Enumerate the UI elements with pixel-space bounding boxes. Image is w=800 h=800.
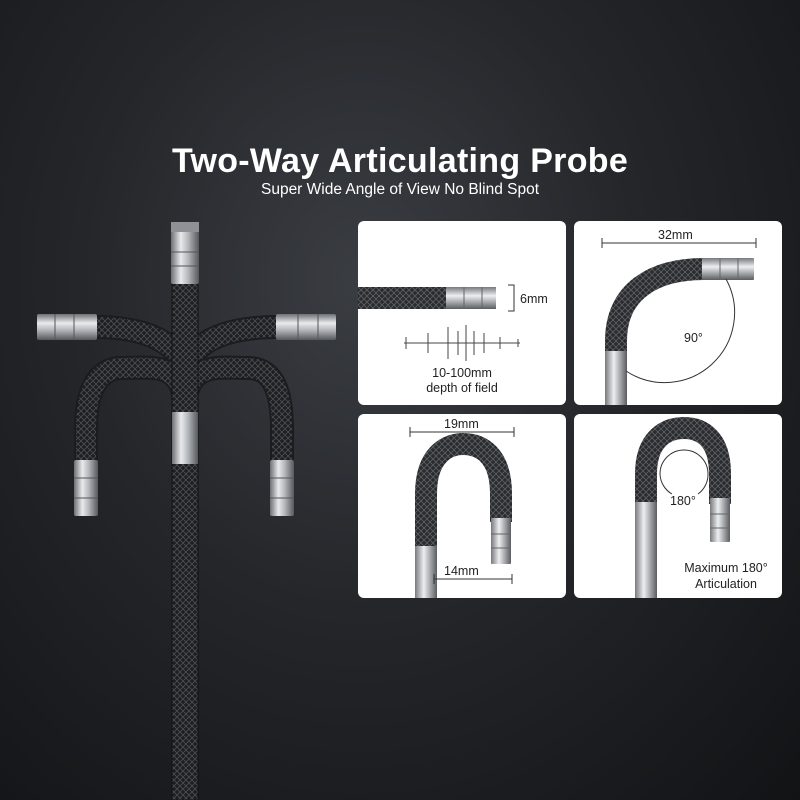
articulation-cable bbox=[635, 416, 731, 598]
left-arm-tip bbox=[37, 314, 97, 340]
diameter-label: 6mm bbox=[520, 292, 548, 306]
bend-tip bbox=[702, 258, 754, 280]
tip-segment bbox=[446, 287, 496, 309]
diameter-bracket bbox=[508, 284, 515, 312]
angle-label: 90° bbox=[684, 331, 703, 345]
caption-line1: Maximum 180° bbox=[684, 561, 768, 575]
probe-illustration bbox=[37, 222, 336, 800]
articulation-tip bbox=[710, 498, 730, 542]
left-uturn-tip bbox=[74, 460, 98, 516]
articulation-collar bbox=[635, 502, 657, 598]
uturn-cable bbox=[415, 432, 512, 598]
page-title: Two-Way Articulating Probe bbox=[171, 142, 629, 180]
angle-arc bbox=[625, 278, 736, 384]
panel-diameter: 6mm 10-100mm depth of field bbox=[358, 221, 566, 405]
top-label: 19mm bbox=[444, 417, 479, 431]
panel-uturn: 19mm 14mm bbox=[358, 414, 566, 598]
angle-label-180: 180° bbox=[670, 494, 696, 508]
uturn-tip bbox=[491, 518, 511, 564]
bent-cable bbox=[605, 258, 705, 405]
bend-collar bbox=[605, 351, 627, 405]
uturn-collar bbox=[415, 546, 437, 598]
cable-segment bbox=[358, 287, 448, 309]
page-subtitle: Super Wide Angle of View No Blind Spot bbox=[260, 181, 540, 198]
probe-tip bbox=[171, 222, 199, 284]
caption-line2: Articulation bbox=[695, 577, 757, 591]
panel-bend-90: 32mm 90° bbox=[574, 221, 782, 405]
bottom-label: 14mm bbox=[444, 564, 479, 578]
angle-arc-180 bbox=[659, 449, 709, 475]
dof-range-label: 10-100mm bbox=[432, 366, 492, 380]
main-cable bbox=[171, 279, 199, 800]
probe-collar bbox=[172, 412, 198, 464]
dof-text-label: depth of field bbox=[426, 381, 498, 395]
panel-bend-180: 180° Maximum 180° Articulation bbox=[574, 414, 782, 598]
length-label: 32mm bbox=[658, 228, 693, 242]
right-uturn-tip bbox=[270, 460, 294, 516]
right-arm-tip bbox=[276, 314, 336, 340]
